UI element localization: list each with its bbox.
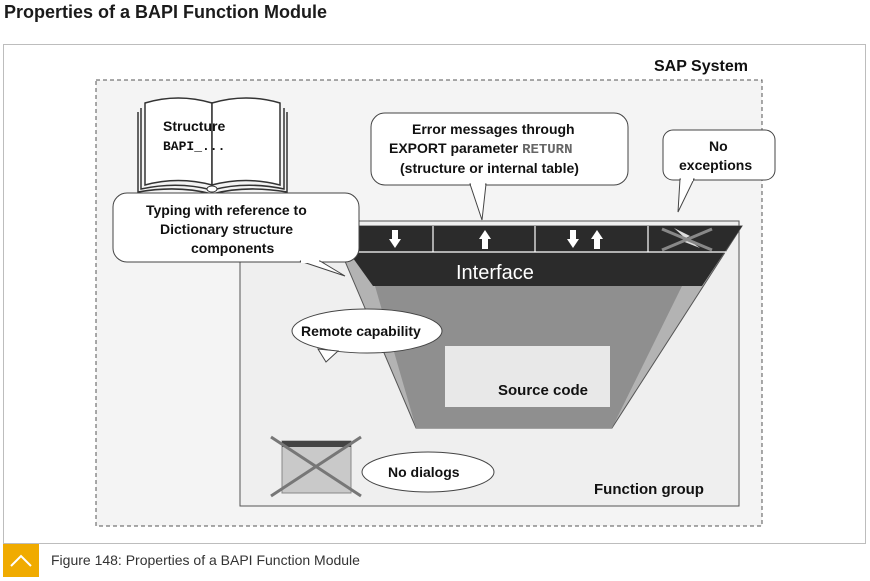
no-exceptions-line1: No xyxy=(709,138,728,154)
interface-band xyxy=(330,226,742,286)
no-dialogs-ellipse xyxy=(361,451,495,493)
export-arrow-icon xyxy=(479,230,491,249)
error-messages-callout xyxy=(370,112,629,221)
error-callout-line2: EXPORT parameter RETURN xyxy=(389,140,572,158)
crossed-dialog-icon xyxy=(270,435,362,498)
crossed-exception-icon xyxy=(661,227,713,252)
error-callout-line2-prefix: EXPORT parameter xyxy=(389,140,522,156)
source-code-box xyxy=(445,346,610,407)
caret-up-icon xyxy=(3,544,39,577)
sap-system-label: SAP System xyxy=(654,58,748,75)
error-callout-line1: Error messages through xyxy=(412,121,575,137)
import-arrow-icon xyxy=(389,230,401,248)
typing-callout-line1: Typing with reference to xyxy=(146,202,307,218)
structure-code: BAPI_... xyxy=(163,139,225,154)
error-callout-line3: (structure or internal table) xyxy=(400,160,579,176)
no-exceptions-line2: exceptions xyxy=(679,157,752,173)
typing-callout-line2: Dictionary structure xyxy=(160,221,293,237)
figure-caption-bar: Figure 148: Properties of a BAPI Functio… xyxy=(3,543,866,577)
book-icon xyxy=(137,97,288,195)
interface-label: Interface xyxy=(456,262,534,284)
page-title: Properties of a BAPI Function Module xyxy=(4,2,328,22)
no-dialogs-label: No dialogs xyxy=(388,464,460,480)
remote-capability-ellipse xyxy=(291,308,443,354)
no-exceptions-callout xyxy=(662,129,776,213)
source-code-label: Source code xyxy=(498,382,588,399)
function-group-label: Function group xyxy=(594,481,704,498)
changing-arrows-icon xyxy=(567,230,603,249)
return-parameter-code: RETURN xyxy=(522,142,572,158)
structure-label: Structure xyxy=(163,118,225,134)
typing-callout xyxy=(112,192,360,277)
remote-capability-label: Remote capability xyxy=(301,323,421,339)
typing-callout-line3: components xyxy=(191,240,274,256)
figure-caption: Figure 148: Properties of a BAPI Functio… xyxy=(51,552,360,568)
